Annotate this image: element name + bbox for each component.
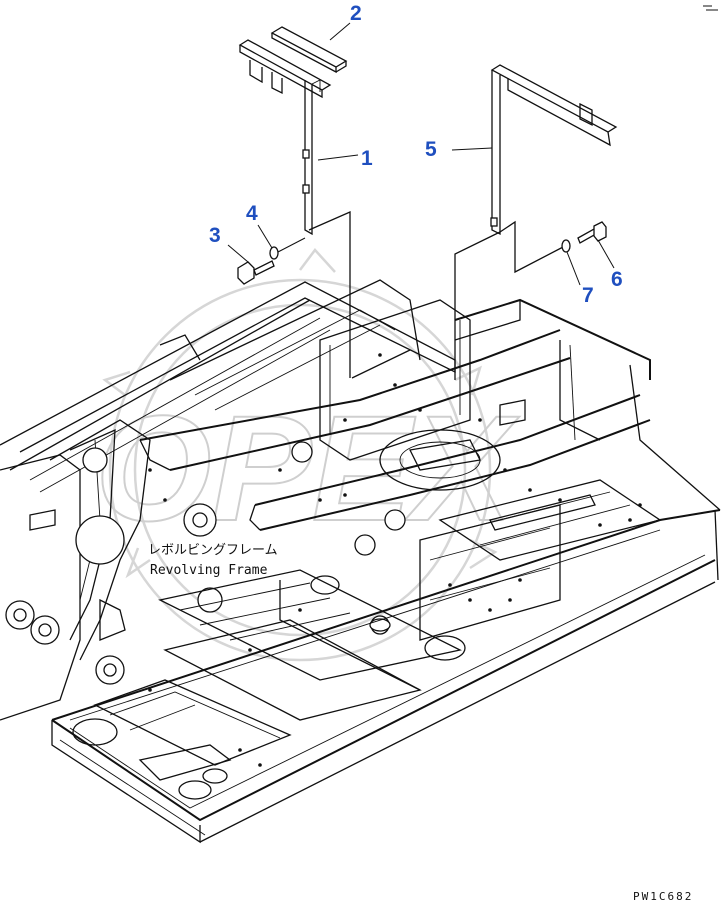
part-7-washer-right — [561, 239, 571, 253]
drawing-code: PW1C682 — [633, 890, 693, 903]
part-6-bolt-right — [577, 221, 607, 244]
leader-lines — [227, 22, 615, 286]
fastener-dots — [148, 353, 642, 767]
callout-2: 2 — [350, 2, 362, 25]
callout-1: 1 — [361, 147, 373, 170]
caption-english: Revolving Frame — [150, 563, 268, 578]
callout-6: 6 — [611, 268, 623, 291]
callout-5: 5 — [425, 138, 437, 161]
revolving-frame — [0, 279, 721, 844]
part-2-bar — [270, 26, 348, 74]
part-5-bracket — [454, 64, 618, 380]
corner-mark — [703, 5, 718, 11]
part-3-bolt-left — [237, 260, 275, 285]
callout-7: 7 — [582, 284, 594, 307]
part-4-washer-left — [269, 237, 306, 260]
callout-3: 3 — [209, 224, 221, 247]
part-1-bracket — [238, 39, 411, 379]
callout-4: 4 — [246, 202, 258, 225]
caption-japanese: レボルビングフレーム — [148, 543, 278, 558]
